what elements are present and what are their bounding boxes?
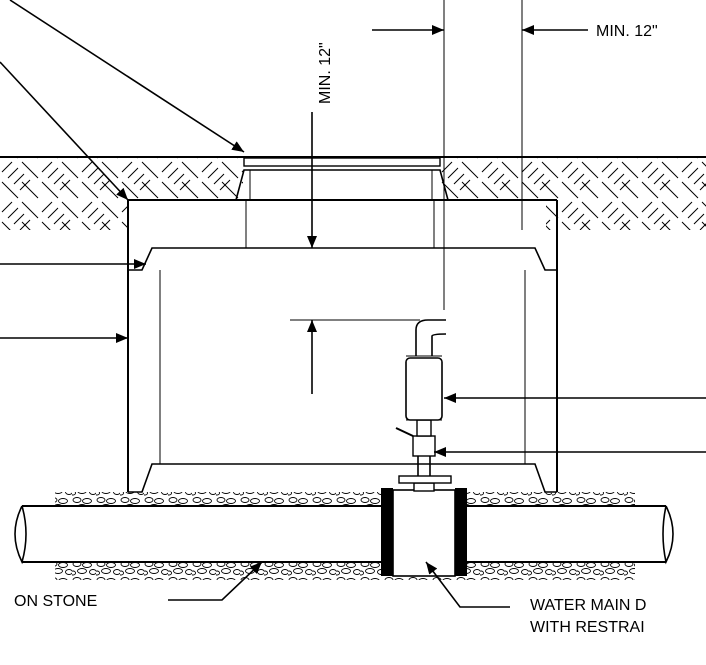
water-main-label-line1: WATER MAIN D xyxy=(530,597,646,614)
min-12-vertical-label: MIN. 12" xyxy=(317,42,334,104)
frame-and-cover xyxy=(235,157,449,201)
pit-structure xyxy=(127,199,558,493)
water-main-pipe xyxy=(14,482,674,577)
min-12-horizontal-label: MIN. 12" xyxy=(596,23,658,40)
dimensions xyxy=(262,0,588,394)
leader-arrows xyxy=(0,0,706,608)
water-main-label-line2: WITH RESTRAI xyxy=(530,619,645,636)
ground-soil xyxy=(0,156,706,230)
stone-bedding xyxy=(55,492,635,580)
right-flange xyxy=(455,488,467,576)
left-flange xyxy=(381,488,393,576)
air-release-valve-assembly xyxy=(395,319,452,484)
stone-label: ON STONE xyxy=(14,593,97,610)
